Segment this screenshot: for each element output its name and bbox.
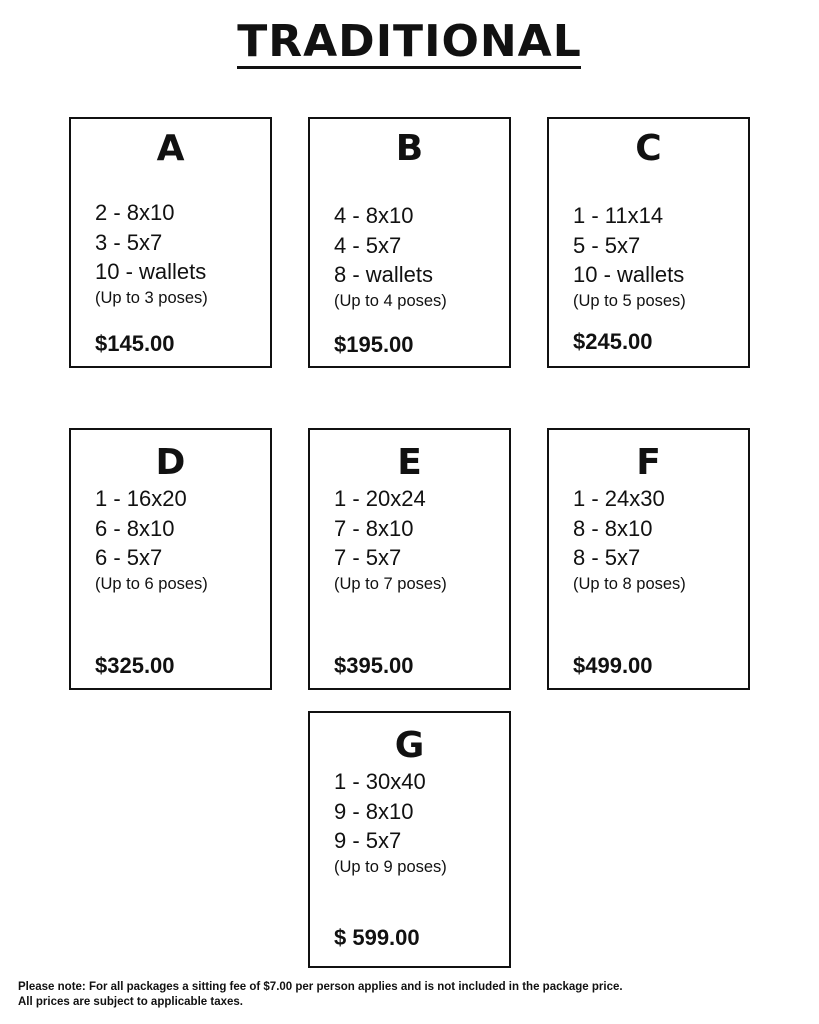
package-price: $145.00 xyxy=(95,331,175,356)
package-price: $499.00 xyxy=(573,653,653,678)
package-letter: F xyxy=(636,442,661,483)
package-item: 5 - 5x7 xyxy=(573,232,641,258)
package-item: 6 - 8x10 xyxy=(95,515,175,541)
package-items: 1 - 20x24 7 - 8x10 7 - 5x7 (Up to 7 poses) xyxy=(334,484,447,595)
package-items: 4 - 8x10 4 - 5x7 8 - wallets (Up to 4 poses… xyxy=(334,201,447,312)
package-item: 7 - 8x10 xyxy=(334,515,414,541)
package-item: 1 - 24x30 xyxy=(573,486,665,511)
package-c: C 1 - 11x14 5 - 5x7 10 - wallets (Up to 5 po… xyxy=(547,117,750,368)
package-item: 8 - 5x7 xyxy=(573,545,641,570)
package-poses: (Up to 4 poses) xyxy=(334,291,447,310)
footer-line-2: All prices are subject to applicable tax… xyxy=(18,996,243,1008)
package-items: 1 - 16x20 6 - 8x10 6 - 5x7 (Up to 6 poses) xyxy=(95,484,208,595)
package-a: A 2 - 8x10 3 - 5x7 10 - wallets (Up to 3 pos… xyxy=(69,117,272,368)
package-e: E 1 - 20x24 7 - 8x10 7 - 5x7 (Up to 7 poses)… xyxy=(308,428,511,690)
package-price: $395.00 xyxy=(334,653,414,678)
package-item: 9 - 8x10 xyxy=(334,798,414,824)
package-item: 10 - wallets xyxy=(573,262,685,287)
package-poses: (Up to 9 poses) xyxy=(334,857,447,876)
package-letter: G xyxy=(394,725,425,766)
package-b: B 4 - 8x10 4 - 5x7 8 - wallets (Up to 4 pose… xyxy=(308,117,511,368)
package-g: G 1 - 30x40 9 - 8x10 9 - 5x7 (Up to 9 poses)… xyxy=(308,711,511,968)
package-items: 2 - 8x10 3 - 5x7 10 - wallets (Up to 3 pose… xyxy=(95,198,208,309)
package-item: 1 - 20x24 xyxy=(334,486,426,511)
package-d: D 1 - 16x20 6 - 8x10 6 - 5x7 (Up to 6 poses)… xyxy=(69,428,272,690)
package-f: F 1 - 24x30 8 - 8x10 8 - 5x7 (Up to 8 poses)… xyxy=(547,428,750,690)
package-item: 1 - 30x40 xyxy=(334,769,426,794)
package-price: $ 599.00 xyxy=(334,925,420,950)
package-item: 1 - 16x20 xyxy=(95,486,187,511)
footer-line-1: Please note: For all packages a sitting … xyxy=(18,981,623,993)
package-poses: (Up to 5 poses) xyxy=(573,291,686,310)
package-item: 4 - 5x7 xyxy=(334,232,402,258)
package-poses: (Up to 6 poses) xyxy=(95,574,208,593)
package-poses: (Up to 7 poses) xyxy=(334,574,447,593)
package-item: 6 - 5x7 xyxy=(95,545,163,570)
package-letter: A xyxy=(156,128,185,169)
package-letter: B xyxy=(395,128,424,169)
package-price: $195.00 xyxy=(334,332,414,357)
package-item: 4 - 8x10 xyxy=(334,203,414,228)
package-item: 10 - wallets xyxy=(95,259,207,284)
package-price: $325.00 xyxy=(95,653,175,678)
package-item: 1 - 11x14 xyxy=(573,203,664,228)
package-poses: (Up to 8 poses) xyxy=(573,574,686,593)
package-letter: E xyxy=(397,442,422,483)
footer-note: Please note: For all packages a sitting … xyxy=(18,980,623,1010)
title-underline xyxy=(237,66,581,69)
package-letter: D xyxy=(155,442,186,483)
package-items: 1 - 24x30 8 - 8x10 8 - 5x7 (Up to 8 poses) xyxy=(573,484,686,595)
package-items: 1 - 30x40 9 - 8x10 9 - 5x7 (Up to 9 poses) xyxy=(334,767,447,878)
package-poses: (Up to 3 poses) xyxy=(95,288,208,307)
package-item: 7 - 5x7 xyxy=(334,545,402,570)
package-price: $245.00 xyxy=(573,329,653,354)
page-title: TRADITIONAL xyxy=(237,16,582,67)
package-item: 8 - wallets xyxy=(334,262,434,287)
package-item: 3 - 5x7 xyxy=(95,229,163,255)
package-letter: C xyxy=(635,128,662,169)
package-item: 2 - 8x10 xyxy=(95,200,175,225)
package-item: 8 - 8x10 xyxy=(573,515,653,541)
package-items: 1 - 11x14 5 - 5x7 10 - wallets (Up to 5 pos… xyxy=(573,201,686,312)
package-item: 9 - 5x7 xyxy=(334,828,402,853)
